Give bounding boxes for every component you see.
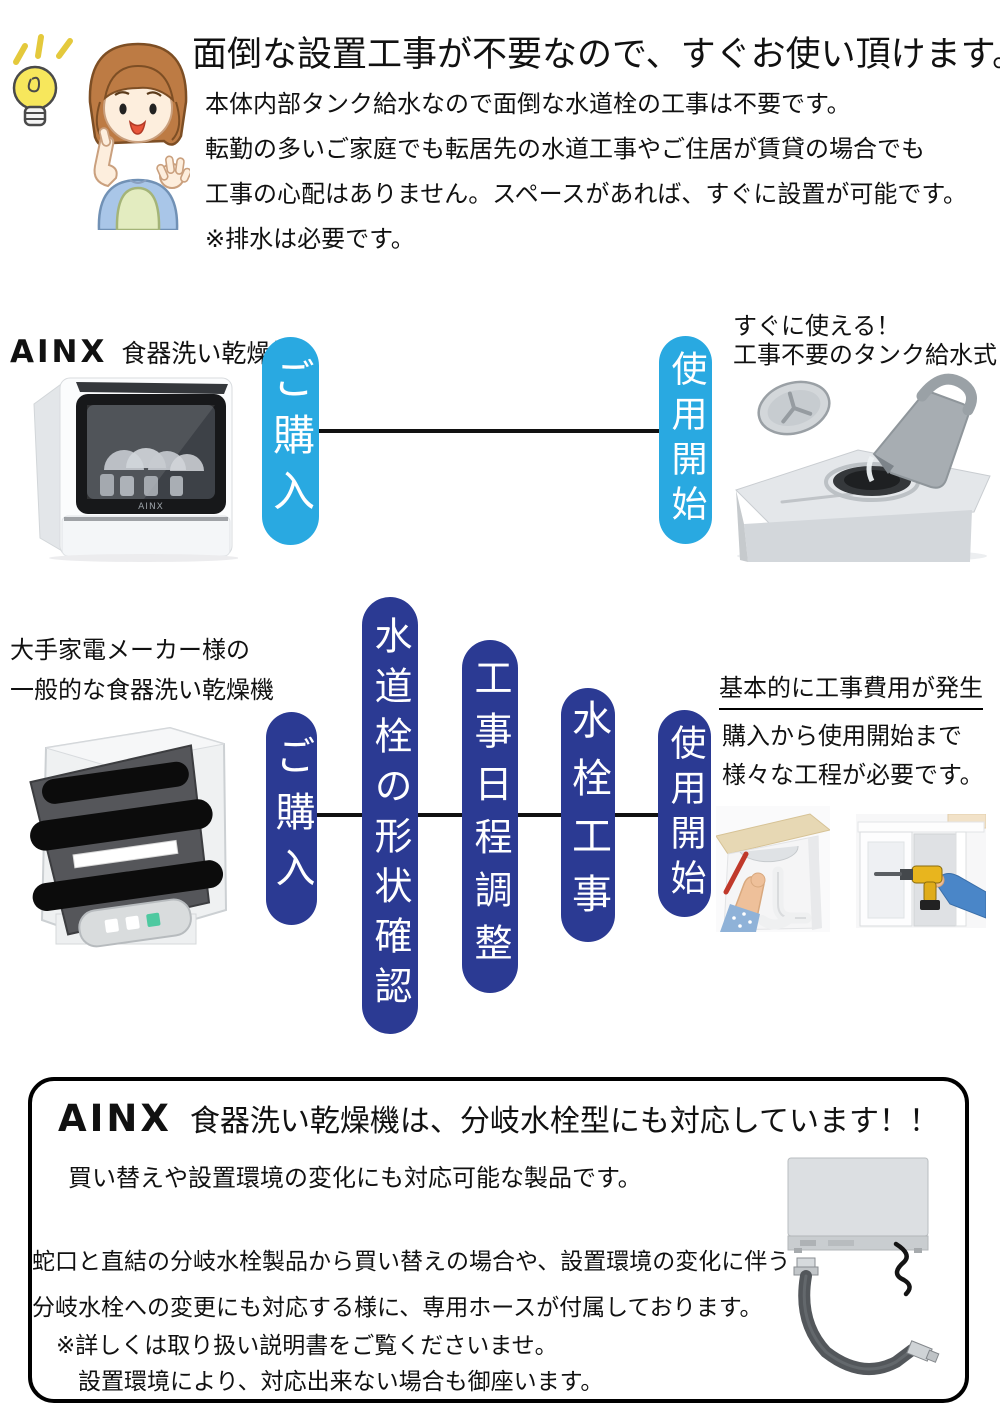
idea-woman-illustration: [12, 34, 190, 230]
generic-maker-label-line1: 大手家電メーカー様の: [10, 636, 250, 664]
lightbulb-icon: [12, 34, 73, 127]
tank-caption-line1: すぐに使える！: [733, 312, 901, 340]
ainx-flow-label: AINX 食器洗い乾燥機: [10, 334, 296, 370]
woman-figure: [88, 42, 190, 230]
intro-line: 工事の心配はありません。スペースがあれば、すぐに設置が可能です。: [205, 180, 967, 208]
bottom-subheading: 買い替えや設置環境の変化にも対応可能な製品です。: [68, 1164, 642, 1192]
ainx-logo: AINX: [10, 334, 108, 370]
flow2-step-faucet-work-pill: 水栓工事: [561, 688, 615, 942]
flow1-connector-line: [316, 429, 664, 433]
flow2-step-schedule-label: 工事日程調整: [468, 657, 512, 976]
bottom-heading-row: AINX 食器洗い乾燥機は、分岐水栓型にも対応しています！！: [58, 1096, 939, 1140]
flow2-step-start-label: 使用開始: [664, 723, 706, 904]
bottom-ainx-logo: AINX: [58, 1097, 172, 1140]
flow1-step-purchase-pill: ご購入: [262, 337, 319, 545]
bottom-note-line1: ※詳しくは取り扱い説明書をご覧くださいませ。: [56, 1333, 558, 1359]
svg-text:AINX: AINX: [138, 502, 164, 512]
flow1-step-start-pill: 使用開始: [659, 336, 712, 544]
flow2-step-schedule-pill: 工事日程調整: [462, 640, 518, 993]
bottom-heading: 食器洗い乾燥機は、分岐水栓型にも対応しています！！: [189, 1104, 940, 1139]
tank-filling-image: [735, 373, 991, 562]
flow2-step-start-pill: 使用開始: [658, 710, 711, 917]
hose-attachment-image: [787, 1157, 940, 1375]
flow1-step-start-label: 使用開始: [665, 350, 707, 530]
cost-note-line1: 購入から使用開始まで: [722, 722, 962, 750]
page-title: 面倒な設置工事が不要なので、すぐお使い頂けます。: [192, 35, 1000, 75]
cost-note-heading: 基本的に工事費用が発生: [719, 668, 983, 710]
flow2-step-purchase-label: ご購入: [268, 734, 315, 903]
bottom-body-line1: 蛇口と直結の分岐水栓製品から買い替えの場合や、設置環境の変化に伴う: [32, 1249, 791, 1275]
intro-paragraph: 本体内部タンク給水なので面倒な水道栓の工事は不要です。 転勤の多いご家庭でも転居…: [205, 82, 967, 262]
intro-line: ※排水は必要です。: [205, 225, 415, 253]
generic-maker-label-line2: 一般的な食器洗い乾燥機: [10, 676, 274, 704]
plumbing-work-photo: [716, 806, 830, 932]
drilling-work-photo: [856, 814, 986, 928]
flow2-step-check-faucet-label: 水道栓の形状確認: [368, 615, 412, 1016]
bottom-body-line2: 分岐水栓への変更にも対応する様に、専用ホースが付属しております。: [32, 1295, 763, 1321]
intro-line: 転勤の多いご家庭でも転居先の水道工事やご住居が賃貸の場合でも: [205, 135, 925, 163]
tank-caption-line2: 工事不要のタンク給水式: [733, 341, 997, 369]
flow1-step-purchase-label: ご購入: [266, 357, 316, 525]
generic-maker-label: 大手家電メーカー様の 一般的な食器洗い乾燥機: [10, 630, 274, 710]
flow2-step-purchase-pill: ご購入: [266, 712, 317, 925]
cost-note-line2: 様々な工程が必要です。: [722, 761, 984, 789]
tank-cap: [757, 380, 831, 436]
generic-dishwasher-image: [29, 726, 228, 948]
intro-line: 本体内部タンク給水なので面倒な水道栓の工事は不要です。: [205, 90, 851, 118]
bottom-note-line2: 設置環境により、対応出来ない場合も御座います。: [78, 1369, 604, 1395]
bottom-info-box: [28, 1077, 969, 1403]
flow2-step-faucet-work-label: 水栓工事: [565, 699, 611, 931]
ainx-dishwasher-image: AINX: [33, 377, 238, 562]
flow2-step-check-faucet-pill: 水道栓の形状確認: [362, 597, 418, 1034]
